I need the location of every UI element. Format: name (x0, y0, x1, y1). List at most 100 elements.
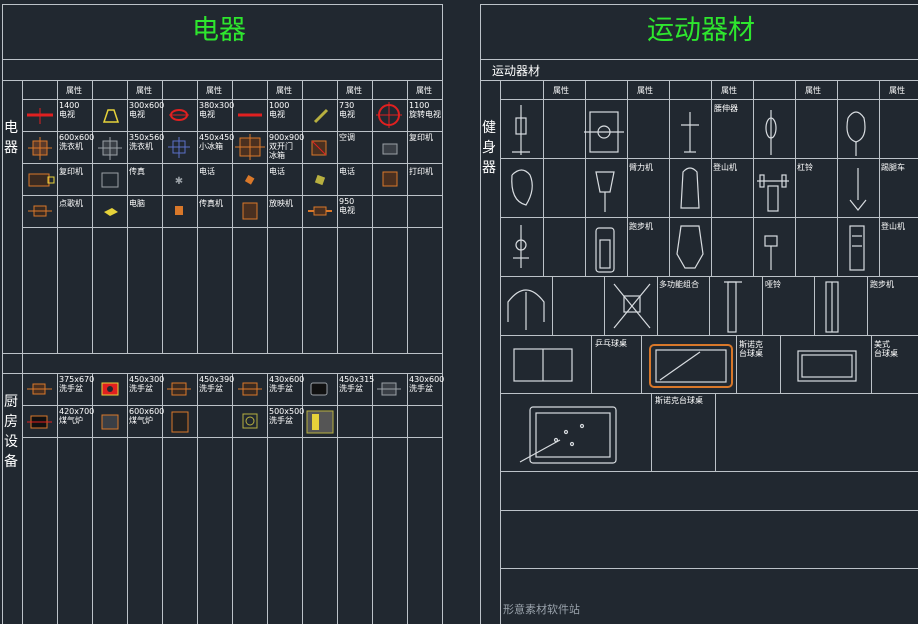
section-label-appliances: 电器 (4, 120, 18, 156)
appliance-label: 600x600 洗衣机 (59, 133, 95, 151)
kitchen-label: 500x500 洗手盆 (269, 407, 305, 425)
tv-icon (308, 206, 332, 216)
table-tennis-icon (513, 348, 573, 382)
appliance-label: 350x560 洗衣机 (129, 133, 165, 151)
appliance-label: 复印机 (59, 167, 83, 176)
leg-press-icon (764, 235, 778, 270)
treadmill-icon (595, 227, 615, 273)
appliance-label: 730 电视 (339, 101, 355, 119)
kitchen-label: 430x600 洗手盆 (269, 375, 305, 393)
washer-icon (98, 137, 122, 160)
appliance-icons: ✱ (27, 102, 402, 434)
equipment-label: 乒乓球桌 (595, 339, 627, 348)
tv-icon (313, 108, 329, 124)
section-label-fitness: 健身器 (482, 120, 496, 176)
barbell-icon (757, 174, 789, 212)
big-snooker-table-icon (519, 406, 617, 464)
climbing-machine-icon (680, 167, 700, 209)
projector-icon (242, 202, 258, 220)
appliance-label: 电话 (269, 167, 285, 176)
gas-stove-icon (101, 414, 119, 430)
tv-icon (27, 108, 53, 124)
gas-stove-icon (27, 415, 52, 429)
printer-icon (382, 171, 398, 187)
multi-station-icon (613, 283, 651, 329)
attr-header: 属性 (416, 86, 432, 95)
phone-icon (314, 174, 326, 186)
equipment-label: 臂力机 (629, 163, 653, 172)
equipment-label: 跑步机 (629, 222, 653, 231)
section-label-kitchen: 厨房设备 (4, 394, 18, 470)
kitchen-label: 430x600 洗手盆 (409, 375, 445, 393)
attr-header: 属性 (136, 86, 152, 95)
sink-icon (101, 382, 119, 396)
dumbbell-rack-icon (724, 281, 742, 333)
sink-icon (310, 382, 328, 396)
appliance-label: 传真 (129, 167, 145, 176)
attr-header: 属性 (889, 86, 905, 95)
fridge-icon (235, 134, 265, 160)
equipment-label: 杠铃 (797, 163, 813, 172)
panel-subtitle-sports: 运动器材 (492, 64, 541, 78)
sink-icon (306, 410, 334, 434)
ab-machine-icon (513, 225, 529, 268)
attr-header: 属性 (637, 86, 653, 95)
appliance-label: 复印机 (409, 133, 433, 142)
copier-icon (382, 143, 398, 155)
pool-table-icon (797, 350, 857, 382)
computer-icon (104, 208, 118, 216)
gas-stove-icon (171, 411, 189, 433)
equipment-label: 登山机 (713, 163, 737, 172)
fax-icon (101, 172, 119, 188)
appliance-label: 1100 旋转电视 (409, 101, 441, 119)
arc-machine-icon (507, 289, 545, 330)
equipment-label: 登山机 (881, 222, 905, 231)
copier-icon (28, 173, 55, 187)
attr-header: 属性 (346, 86, 362, 95)
equipment-label: 踢腿车 (881, 163, 905, 172)
appliance-label: 300x600 电视 (129, 101, 165, 119)
kitchen-label: 375x670 洗手盆 (59, 375, 95, 393)
appliance-label: 电话 (339, 167, 355, 176)
appliance-label: 放映机 (269, 199, 293, 208)
tv-icon (102, 109, 120, 123)
arm-machine-icon (846, 111, 866, 156)
appliance-label: 电话 (199, 167, 215, 176)
sink-icon (27, 383, 52, 395)
equipment-label: 美式 台球桌 (874, 340, 898, 358)
kitchen-label: 450x315 洗手盆 (339, 375, 375, 393)
appliance-label: 950 电视 (339, 197, 355, 215)
appliance-label: 传真机 (199, 199, 223, 208)
equipment-label: 哑铃 (765, 280, 781, 289)
equipment-label: 斯诺克 台球桌 (739, 340, 763, 358)
climber-icon (595, 171, 615, 212)
kitchen-label: 450x390 洗手盆 (199, 375, 235, 393)
sink-icon (167, 382, 191, 396)
phone-icon (244, 175, 255, 185)
bench-icon (681, 112, 699, 153)
equipment-label: 多功能组合 (659, 280, 699, 289)
appliance-label: 电脑 (129, 199, 145, 208)
appliance-label: 900x900 双开门 冰箱 (269, 133, 305, 160)
appliance-label: 1000 电视 (269, 101, 290, 119)
kitchen-label: 420x700 煤气炉 (59, 407, 95, 425)
watermark: 形意素材软件站 (503, 603, 580, 616)
karaoke-icon (28, 205, 52, 217)
tv-icon (169, 109, 189, 121)
kitchen-label: 600x600 煤气炉 (129, 407, 165, 425)
appliance-label: 打印机 (409, 167, 433, 176)
attr-header: 属性 (276, 86, 292, 95)
svg-text:✱: ✱ (175, 176, 183, 187)
kick-bike-icon (849, 168, 867, 211)
appliance-label: 1400 电视 (59, 101, 80, 119)
grid-lines (2, 4, 918, 624)
sink-icon (377, 382, 401, 396)
attr-header: 属性 (805, 86, 821, 95)
fridge-icon (168, 137, 190, 158)
back-extension-icon (512, 105, 530, 155)
fax-machine-icon (175, 206, 183, 215)
washer-icon (28, 137, 52, 160)
attr-header: 属性 (206, 86, 222, 95)
snooker-table-icon (649, 344, 733, 388)
